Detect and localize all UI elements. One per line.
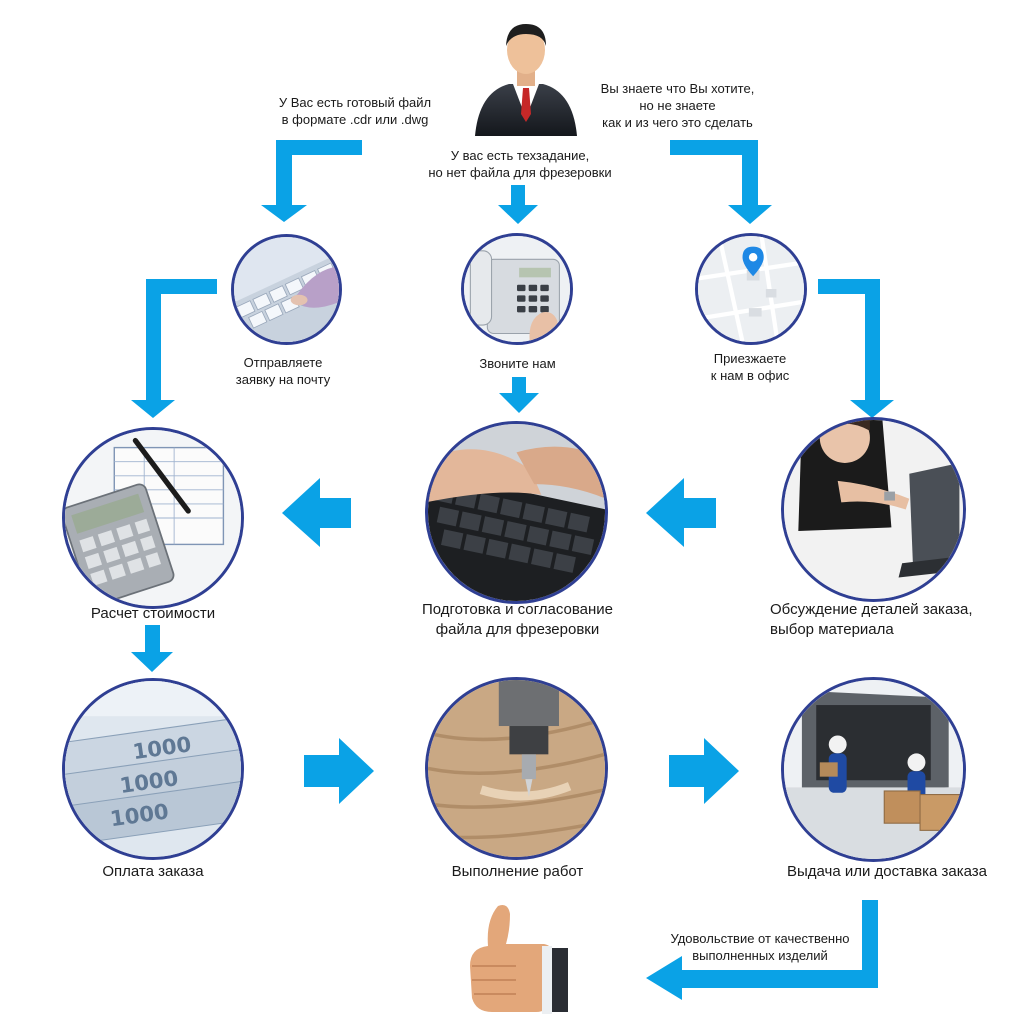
calculator-icon — [65, 430, 241, 606]
branch-right-label: Вы знаете что Вы хотите, но не знаете ка… — [600, 81, 755, 131]
branch-center-label: У вас есть техзадание, но нет файла для … — [428, 148, 612, 181]
arrow-to-call — [498, 185, 538, 224]
arrow-office-to-discuss — [818, 279, 894, 418]
end-label: Удовольствие от качественно выполненных … — [670, 931, 850, 964]
work-label: Выполнение работ — [451, 863, 584, 880]
banknotes-icon: 1000 1000 1000 — [65, 681, 241, 857]
delivery-van-icon — [784, 680, 963, 859]
payment-label: Оплата заказа — [102, 863, 204, 880]
prepare-label: Подготовка и согласование файла для фрез… — [421, 601, 614, 638]
discuss-node — [781, 417, 966, 602]
cost-label: Расчет стоимости — [90, 605, 216, 622]
discuss-label: Обсуждение деталей заказа, выбор материа… — [770, 601, 973, 638]
office-node — [695, 233, 807, 345]
call-node — [461, 233, 573, 345]
delivery-node — [781, 677, 966, 862]
businessman-icon — [473, 14, 579, 136]
arrow-to-email — [261, 140, 362, 222]
cost-node — [62, 427, 244, 609]
laptop-meeting-icon — [784, 420, 963, 599]
arrow-payment-to-work — [304, 738, 374, 804]
arrow-email-to-cost — [131, 279, 217, 418]
email-node — [231, 234, 342, 345]
arrow-cost-to-payment — [131, 625, 173, 672]
payment-node: 1000 1000 1000 — [62, 678, 244, 860]
email-label: Отправляете заявку на почту — [235, 355, 331, 388]
branch-left-label: У Вас есть готовый файл в формате .cdr и… — [278, 95, 432, 128]
arrow-prepare-to-cost — [282, 478, 351, 547]
keyboard-icon — [428, 424, 605, 601]
keyboard-typing-icon — [234, 237, 339, 342]
work-node — [425, 677, 608, 860]
arrow-to-office — [670, 140, 772, 224]
call-label: Звоните нам — [479, 356, 556, 371]
map-pin-icon — [698, 236, 804, 342]
arrow-work-to-delivery — [669, 738, 739, 804]
arrow-delivery-to-end — [646, 900, 878, 1000]
thumbs-up-icon — [458, 900, 584, 1018]
cnc-router-icon — [428, 680, 605, 857]
phone-icon — [464, 236, 570, 342]
delivery-label: Выдача или доставка заказа — [786, 863, 988, 880]
arrow-call-to-prepare — [499, 377, 539, 413]
arrow-discuss-to-prepare — [646, 478, 716, 547]
office-label: Приезжаете к нам в офис — [710, 351, 790, 384]
prepare-node — [425, 421, 608, 604]
